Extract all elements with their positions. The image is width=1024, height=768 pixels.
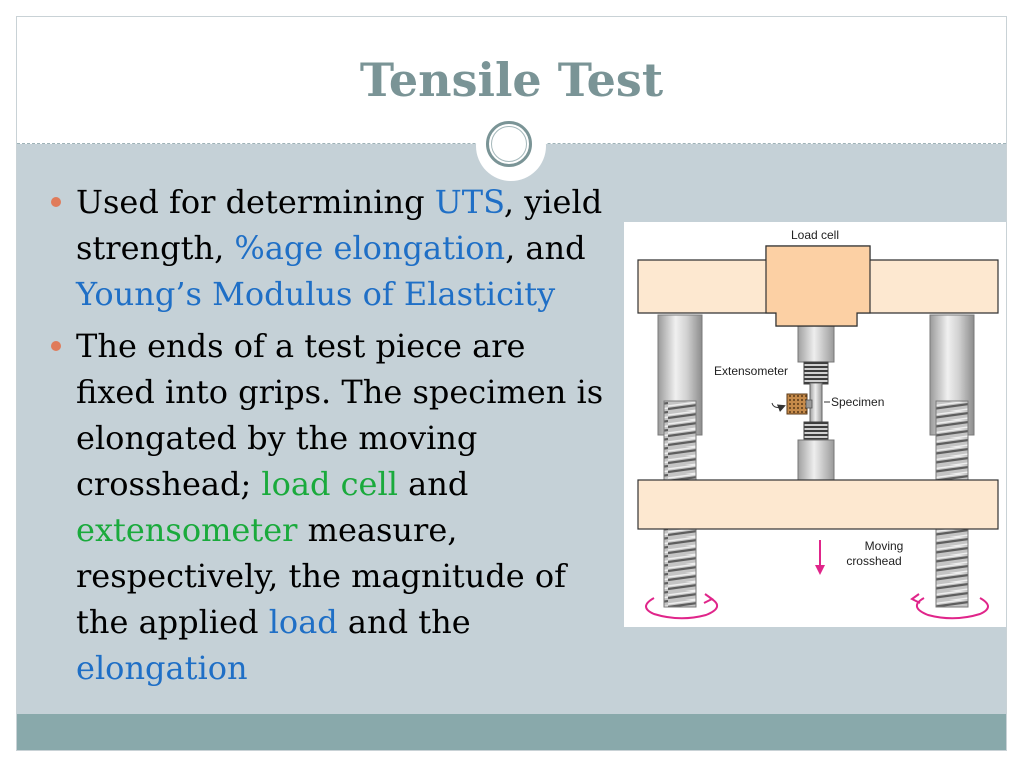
- slide: Tensile Test Used for determining UTS, y…: [16, 16, 1007, 751]
- bullet-text-run: , yield strength,: [76, 183, 603, 267]
- highlighted-term: extensometer: [76, 511, 298, 549]
- left-rotation-arrow: [645, 597, 718, 620]
- down-arrow-icon: [815, 565, 825, 575]
- upper-grip: [797, 325, 835, 363]
- right-rotation-arrowhead-icon: [910, 593, 921, 604]
- lower-grip-threads: [803, 421, 829, 443]
- bullet-text-run: measure, respectively, the magnitude of …: [76, 511, 567, 641]
- bullet-dot-icon: [51, 197, 61, 207]
- label-moving: Moving: [865, 539, 904, 553]
- lower-grip: [797, 439, 835, 481]
- extensometer-icon: [786, 393, 808, 415]
- ring-ornament-inner: [491, 126, 527, 162]
- highlighted-term: %age elongation: [234, 229, 506, 267]
- tensile-machine-diagram: Load cell Extensometer Specimen Moving c…: [637, 228, 999, 620]
- bullet-text-run: , and: [505, 229, 586, 267]
- bullet-item-uses: Used for determining UTS, yield strength…: [51, 179, 607, 317]
- load-cell: [765, 245, 871, 327]
- label-specimen: Specimen: [831, 395, 884, 409]
- label-extensometer: Extensometer: [714, 364, 788, 378]
- label-load-cell: Load cell: [791, 228, 839, 242]
- extensometer-leader: [771, 402, 786, 412]
- bullet-text: The ends of a test piece are fixed into …: [76, 327, 603, 687]
- highlighted-term: load cell: [261, 465, 398, 503]
- left-rotation-arrowhead-icon: [703, 593, 714, 604]
- bullet-list: Used for determining UTS, yield strength…: [51, 179, 607, 697]
- highlighted-term: load: [268, 603, 338, 641]
- moving-crosshead: [637, 479, 999, 530]
- bullet-text-run: The ends of a test piece are fixed into …: [76, 327, 604, 503]
- highlighted-term: Young’s Modulus of Elasticity: [76, 275, 556, 313]
- footer-band: [17, 714, 1006, 750]
- bullet-text-run: and the: [337, 603, 471, 641]
- bullet-text-run: Used for determining: [76, 183, 435, 221]
- bullet-text-run: and: [397, 465, 469, 503]
- tensile-machine-figure: Load cell Extensometer Specimen Moving c…: [624, 222, 1006, 627]
- highlighted-term: elongation: [76, 649, 248, 687]
- label-crosshead: crosshead: [846, 554, 901, 568]
- bullet-item-description: The ends of a test piece are fixed into …: [51, 323, 607, 691]
- upper-grip-threads: [803, 361, 829, 385]
- highlighted-term: UTS: [434, 183, 504, 221]
- slide-title: Tensile Test: [359, 53, 664, 107]
- bullet-text: Used for determining UTS, yield strength…: [76, 183, 602, 313]
- bullet-dot-icon: [51, 341, 61, 351]
- extensometer-clip: [805, 399, 813, 409]
- right-rotation-arrow: [916, 597, 989, 620]
